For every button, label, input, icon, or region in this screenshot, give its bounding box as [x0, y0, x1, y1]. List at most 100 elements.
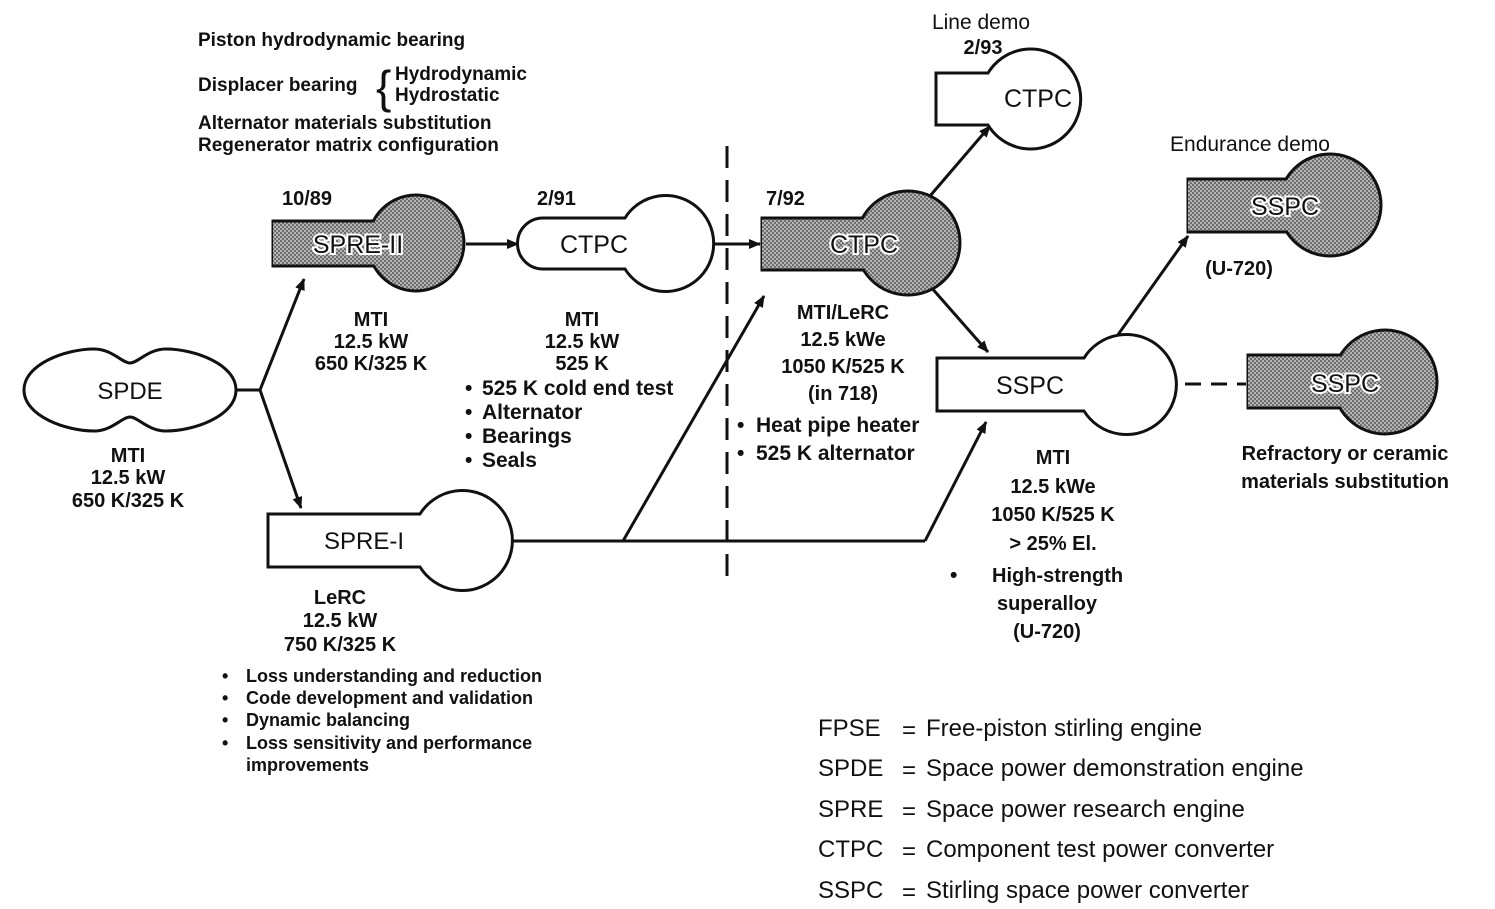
- ctpc91-label: CTPC: [560, 231, 628, 259]
- ctpc91-bullet-1: Alternator: [482, 401, 582, 424]
- spre1-bullet-3-cont: improvements: [246, 755, 369, 775]
- legend-item: FPSE = Free-piston stirling engine: [818, 715, 1202, 744]
- spre2-info-1: 12.5 kW: [334, 331, 409, 353]
- svg-text:•: •: [222, 710, 228, 730]
- svg-text:CTPC: CTPC: [830, 231, 898, 259]
- spre1-bullets: • Loss understanding and reduction • Cod…: [222, 666, 542, 775]
- note-alternator-materials: Alternator materials substitution: [198, 113, 492, 134]
- spre1-info-2: 750 K/325 K: [284, 634, 397, 656]
- sspc-endurance-label: SSPC: [1251, 193, 1319, 221]
- legend-item: SPRE = Space power research engine: [818, 796, 1245, 825]
- spre1-label: SPRE-I: [324, 528, 404, 555]
- spde-info-2: 650 K/325 K: [72, 490, 185, 512]
- ctpc91-info-1: 12.5 kW: [545, 331, 620, 353]
- spde-label: SPDE: [97, 378, 162, 405]
- sspc-endurance-title: Endurance demo: [1170, 133, 1330, 156]
- note-displacer-bearing: Displacer bearing: [198, 75, 357, 96]
- spde-shape: [22, 347, 238, 433]
- ctpc91-info-2: 525 K: [555, 353, 609, 375]
- node-sspc-mid: SSPC MTI 12.5 kWe 1050 K/525 K > 25% El.…: [935, 333, 1178, 643]
- legend-eq: =: [902, 717, 916, 744]
- ctpc92-bullet-0: Heat pipe heater: [756, 414, 919, 437]
- svg-text:•: •: [465, 401, 472, 424]
- node-ctpc92: 7/92 CTPC CTPC MTI/LeRC 12.5 kWe 1050 K/…: [737, 188, 962, 465]
- ctpc92-label: CTPC: [830, 231, 898, 259]
- ctpc91-bullets: • 525 K cold end test • Alternator • Bea…: [465, 377, 673, 472]
- arrow-sspc-to-endurance: [1108, 235, 1190, 347]
- legend-abbr: SPRE: [818, 796, 883, 823]
- sspc-refractory-info-1: materials substitution: [1241, 471, 1449, 493]
- ctpc91-date: 2/91: [537, 188, 576, 210]
- legend-eq: =: [902, 838, 916, 865]
- svg-text:•: •: [465, 449, 472, 472]
- arrow-spde-to-spre2: [258, 278, 306, 391]
- ctpc91-shape: [516, 194, 716, 293]
- legend-abbr: CTPC: [818, 836, 883, 863]
- sspc-endurance-info: (U-720): [1205, 258, 1273, 280]
- spre2-info-0: MTI: [354, 309, 388, 331]
- arrow-spde-to-spre1: [258, 389, 303, 509]
- note-regenerator-matrix: Regenerator matrix configuration: [198, 135, 499, 156]
- arrow-spre1-to-ctpc92: [621, 295, 766, 542]
- svg-text:•: •: [222, 666, 228, 686]
- arrow-ctpc92-to-sspc: [928, 285, 990, 353]
- node-spde: SPDE MTI 12.5 kW 650 K/325 K: [22, 347, 238, 512]
- spre1-info-1: 12.5 kW: [303, 610, 378, 632]
- ctpc91-bullet-2: Bearings: [482, 425, 572, 448]
- ctpc93-shape: [934, 47, 1083, 151]
- ctpc93-date: 2/93: [964, 37, 1003, 59]
- legend-eq: =: [902, 879, 916, 906]
- svg-text:•: •: [737, 414, 744, 437]
- sspc-mid-bullet-cont-1: (U-720): [1013, 621, 1081, 643]
- svg-text:•: •: [465, 377, 472, 400]
- ctpc92-info-0: MTI/LeRC: [797, 302, 889, 324]
- legend-desc: Space power demonstration engine: [926, 755, 1304, 782]
- spre1-info-0: LeRC: [314, 587, 366, 609]
- connectors: [236, 125, 1246, 588]
- legend-item: SSPC = Stirling space power converter: [818, 877, 1249, 906]
- ctpc92-info-3: (in 718): [808, 383, 878, 405]
- spre2-info-2: 650 K/325 K: [315, 353, 428, 375]
- node-ctpc91: 2/91 CTPC MTI 12.5 kW 525 K • 525 K cold…: [465, 188, 716, 472]
- brace-icon: {: [376, 61, 391, 113]
- svg-text:•: •: [222, 733, 228, 753]
- svg-text:•: •: [465, 425, 472, 448]
- legend-desc: Stirling space power converter: [926, 877, 1249, 904]
- ctpc92-date: 7/92: [766, 188, 805, 210]
- node-sspc-endurance: Endurance demo SSPC SSPC (U-720): [1170, 133, 1383, 280]
- spre1-bullet-1: Code development and validation: [246, 688, 533, 708]
- spde-info-1: 12.5 kW: [91, 467, 166, 489]
- svg-text:SSPC: SSPC: [1311, 370, 1379, 398]
- arrow-ctpc92-to-ctpc93: [928, 125, 992, 197]
- sspc-mid-info-1: 12.5 kWe: [1010, 476, 1095, 498]
- svg-text:•: •: [950, 564, 957, 587]
- top-notes: Piston hydrodynamic bearing Displacer be…: [198, 30, 527, 156]
- arrow-spre1-to-sspc: [923, 421, 988, 542]
- legend-item: CTPC = Component test power converter: [818, 836, 1274, 865]
- legend-desc: Free-piston stirling engine: [926, 715, 1202, 742]
- ctpc92-info-1: 12.5 kWe: [800, 329, 885, 351]
- node-sspc-refractory: SSPC SSPC Refractory or ceramic material…: [1241, 328, 1449, 493]
- spre2-date: 10/89: [282, 188, 332, 210]
- node-spre1: SPRE-I LeRC 12.5 kW 750 K/325 K • Loss u…: [222, 489, 542, 775]
- sspc-mid-label: SSPC: [996, 372, 1064, 400]
- spre1-bullet-0: Loss understanding and reduction: [246, 666, 542, 686]
- spre2-label: SPRE-II: [313, 231, 403, 259]
- node-ctpc93: Line demo 2/93 CTPC: [932, 11, 1083, 151]
- ctpc92-bullet-1: 525 K alternator: [756, 442, 915, 465]
- legend: FPSE = Free-piston stirling engine SPDE …: [818, 715, 1304, 906]
- sspc-mid-bullet-cont-0: superalloy: [997, 593, 1098, 615]
- spre1-shape: [266, 489, 514, 592]
- svg-text:SSPC: SSPC: [1251, 193, 1319, 221]
- ctpc91-bullet-0: 525 K cold end test: [482, 377, 673, 400]
- ctpc93-label: CTPC: [1004, 85, 1072, 113]
- sspc-refractory-info-0: Refractory or ceramic: [1242, 443, 1449, 465]
- legend-eq: =: [902, 757, 916, 784]
- ctpc91-info-0: MTI: [565, 309, 599, 331]
- note-hydrodynamic: Hydrodynamic: [395, 64, 527, 85]
- legend-desc: Component test power converter: [926, 836, 1274, 863]
- legend-eq: =: [902, 798, 916, 825]
- ctpc91-bullet-3: Seals: [482, 449, 537, 472]
